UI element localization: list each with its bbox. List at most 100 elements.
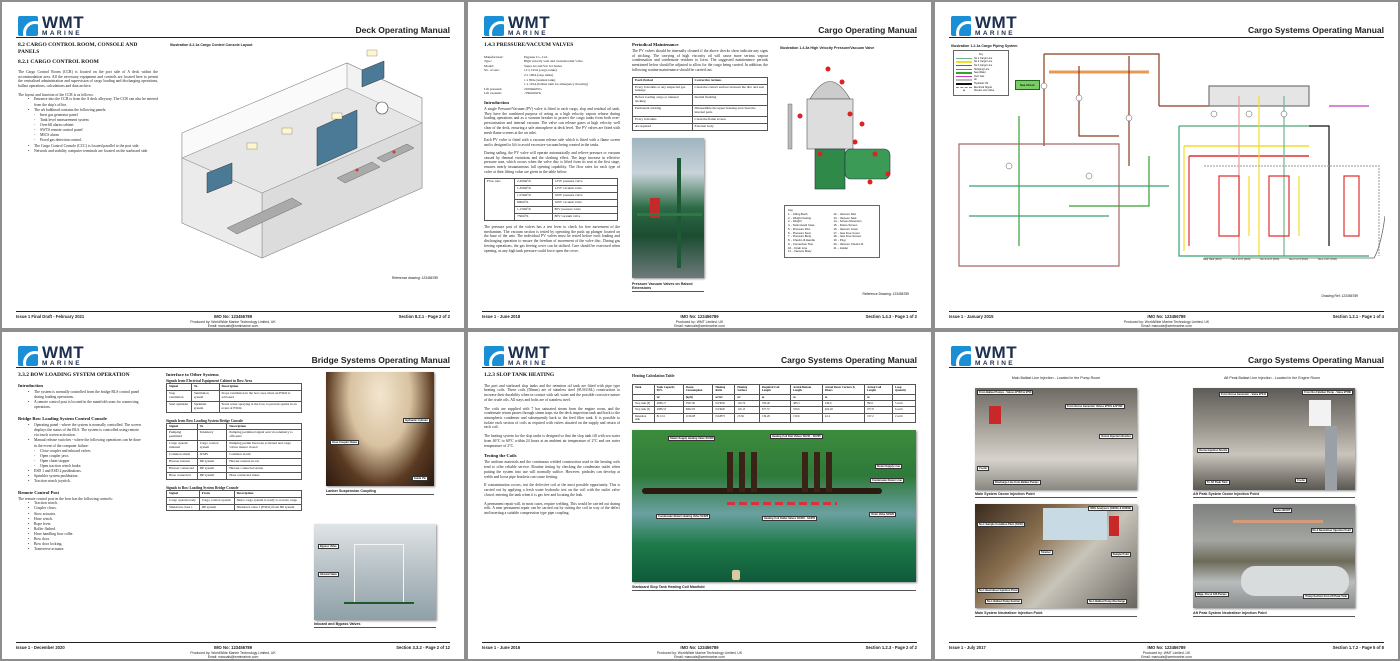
bullet: The aft bulkhead contains the following … — [28, 108, 158, 113]
remote-bullets: Traction winch.Coupler claws.Stow actuat… — [28, 501, 144, 552]
manual-title: Cargo Systems Operating Manual — [780, 355, 917, 365]
introduction-heading: Introduction — [18, 382, 43, 388]
footer-issue: Issue 1 - December 2020 — [16, 645, 65, 650]
footer-producer: Produced by: WorldWide Marine Technology… — [656, 651, 743, 655]
footer-issue: Issue 1 - January 2015 — [949, 314, 994, 319]
brand-sub: MARINE — [42, 360, 83, 367]
photo-caption: Lanber Suspension Coupling — [326, 489, 434, 495]
footer-producer: Produced by: WorldWide Marine Technology… — [1123, 320, 1210, 324]
page-footer: Issue 1 - December 2020 IMO No: 12345678… — [16, 642, 450, 659]
footer-section: Section 1.2.3 - Page 2 of 2 — [865, 645, 917, 650]
footer-section: Section 3.3.2 - Page 2 of 12 — [396, 645, 450, 650]
reference-drawing: Reference Drawing: 123456789 — [862, 292, 909, 296]
layout-lead: The layout and function of the CCR is as… — [18, 92, 94, 97]
sub-bullet: Inert gas generator panel — [34, 113, 158, 118]
section-title: 3.3.2 BOW LOADING SYSTEM OPERATION — [18, 372, 130, 378]
ccr-bullets: Entrance into the CCR is from the A deck… — [28, 97, 158, 154]
piping-legend: Key No.1 Cargo Line No.2 Cargo Line No.3… — [953, 50, 1009, 96]
paragraph: A single Pressure/Vacuum (PV) valve is f… — [484, 106, 620, 135]
footer-email: Email: manuals@wmtmarine.com — [1141, 655, 1192, 660]
text-column: 1.2.3 SLOP TANK HEATING The port and sta… — [484, 372, 620, 516]
photo-caption: Main System Neutraliser Injection Point — [975, 611, 1137, 617]
subsection-title: 8.2.1 CARGO CONTROL ROOM — [18, 59, 99, 66]
footer-section: Section 1.2.1 - Page 1 of 4 — [1332, 314, 1384, 319]
footer-section: Section 1.7.2 - Page 5 of 8 — [1332, 645, 1384, 650]
footer-imo: IMO No: 123456789 — [1147, 314, 1186, 319]
photo-caption: Main System Ozone Injection Point — [975, 492, 1137, 498]
brand-sub: MARINE — [508, 360, 549, 367]
maintenance-paragraph: The PV valves should be internally clean… — [632, 49, 768, 72]
intro-paragraph: The Cargo Control Room (CCR) is located … — [18, 69, 158, 88]
heating-coil-manifold-photo: Steam Supply Heating Valve SC026 Heating… — [632, 430, 916, 582]
footer-email: Email: manuals@wmtmarine.com — [674, 655, 725, 660]
cargo-piping-diagram — [958, 53, 1385, 267]
brand-sub: MARINE — [975, 30, 1016, 37]
wave-logo-icon — [951, 15, 971, 36]
footer-section: Section 1.4.3 - Page 1 of 2 — [865, 314, 917, 319]
footer-issue: Issue 1 - July 2017 — [949, 645, 986, 650]
paragraph: Each PV valve is fitted with a vacuum re… — [484, 138, 620, 148]
illustration-title: Illustration 8.2.1a Cargo Control Consol… — [170, 43, 253, 47]
footer-issue: Issue 1 - June 2018 — [482, 314, 521, 319]
interface-heading: Interface to Other Systems — [166, 372, 219, 377]
interface-column: Interface to Other Systems Signals from … — [166, 372, 303, 512]
wave-logo-icon — [484, 345, 504, 366]
photo-caption: Aft Peak System Neutraliser Injection Po… — [1193, 611, 1355, 617]
footer-producer: Produced by: WorldWide Marine Technology… — [190, 320, 276, 324]
footer-issue: Issue 1 Final Draft - February 2021 — [16, 314, 85, 319]
section-title: 8.2 CARGO CONTROL ROOM, CONSOLE AND PANE… — [18, 42, 138, 55]
footer-imo: IMO No: 123456789 — [1147, 645, 1186, 650]
manual-title: Cargo Systems Operating Manual — [1247, 355, 1384, 365]
sub-bullet: Fixed gas detection control. — [34, 138, 158, 143]
valves-photo: Bypass Valve Inboard Valve — [314, 524, 436, 620]
reference-drawing: Drawing Ref: 123456789 — [1321, 294, 1358, 298]
main-neutraliser-photo: ORG Analysers (OX001 & OX003) No.1 Sampl… — [975, 504, 1137, 608]
main-ozone-photo: From Ballast Pumps - Valves B*000 & B*00… — [975, 388, 1137, 490]
sub-bullet: MICS alarm — [34, 133, 158, 138]
sub-bullet: SWTS remote control panel — [34, 128, 158, 133]
brand-name: WMT — [508, 13, 551, 32]
maintenance-column: Periodical Maintenance The PV valves sho… — [632, 42, 769, 292]
footer-imo: IMO No: 123456789 — [213, 645, 253, 650]
introduction-heading: Introduction — [484, 99, 509, 105]
cargo-control-console-illustration — [181, 49, 423, 259]
footer-imo: IMO No: 123456789 — [213, 314, 253, 319]
photo-caption: Aft Peak System Ozone Injection Point — [1193, 492, 1355, 498]
footer-issue: Issue 1 - June 2016 — [482, 645, 521, 650]
photo-caption: Inboard and Bypass Valves — [314, 622, 436, 628]
footer-producer: Produced by: WMT Limited, UK — [1142, 651, 1191, 655]
footer-producer: Produced by: WMT Limited, UK — [675, 320, 724, 324]
sea-chest-label: Sea Chest — [1015, 80, 1040, 90]
page-footer: Issue 1 - June 2018 IMO No: 123456789 Se… — [482, 311, 917, 328]
footer-section: Section 8.2.1 - Page 2 of 2 — [398, 314, 450, 319]
remote-lead: The remote control post in the bow has t… — [18, 496, 113, 501]
pressure-vacuum-valves-photo — [632, 138, 704, 278]
text-column: 8.2 CARGO CONTROL ROOM, CONSOLE AND PANE… — [18, 42, 158, 154]
coupling-photo: Hydraulic Cylinder Hose Coupler Claws Gu… — [326, 372, 434, 486]
illustration-title: Illustration 1.4.3a High Velocity Pressu… — [780, 46, 875, 50]
page-footer: Issue 1 - July 2017 IMO No: 123456789 Se… — [949, 642, 1384, 659]
manual-title: Deck Operating Manual — [355, 25, 450, 35]
wave-logo-icon — [18, 15, 38, 36]
console-bullets: Operating panel - where the system is no… — [28, 423, 144, 485]
brand-sub: MARINE — [975, 360, 1016, 367]
